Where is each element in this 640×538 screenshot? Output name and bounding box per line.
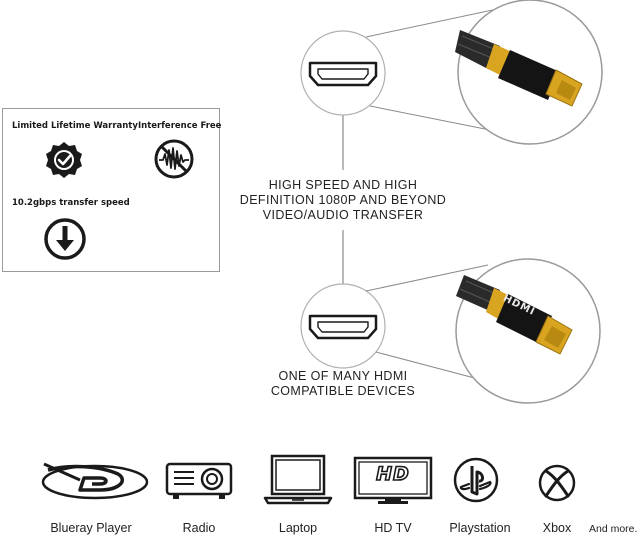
top-caption: HIGH SPEED AND HIGH DEFINITION 1080P AND… — [228, 178, 458, 223]
bluray-icon — [41, 462, 149, 500]
laptop-icon — [263, 454, 333, 505]
playstation-icon — [453, 457, 499, 503]
and-more-label: And more. — [589, 523, 638, 535]
download-arrow-icon — [44, 218, 86, 260]
bottom-caption: ONE OF MANY HDMI COMPATIBLE DEVICES — [243, 369, 443, 399]
device-label-laptop: Laptop — [278, 521, 318, 535]
device-label-radio: Radio — [182, 521, 216, 535]
device-label-hdtv: HD TV — [374, 521, 412, 535]
interference-free-icon — [154, 139, 194, 179]
warranty-badge-icon — [46, 142, 82, 178]
connector-diagram — [300, 0, 603, 404]
hdmi-port-icon-top — [300, 30, 386, 116]
projector-icon — [165, 462, 233, 499]
hdtv-icon — [353, 456, 433, 504]
top-caption-line-1: HIGH SPEED AND HIGH — [268, 178, 418, 192]
device-label-xbox: Xbox — [542, 521, 572, 535]
device-label-bluray: Blueray Player — [50, 521, 132, 535]
xbox-icon — [538, 464, 576, 502]
device-label-playstation: Playstation — [449, 521, 511, 535]
top-caption-line-3: VIDEO/AUDIO TRANSFER — [262, 208, 424, 222]
transfer-speed-label: 10.2gbps transfer speed — [12, 198, 130, 208]
hdmi-plug-image-bottom — [455, 258, 601, 404]
hdmi-plug-image-top — [455, 0, 603, 145]
feature-box — [2, 108, 220, 272]
warranty-label: Limited Lifetime Warranty — [12, 121, 138, 131]
bottom-caption-line-2: COMPATIBLE DEVICES — [270, 384, 416, 398]
hdmi-port-icon-bottom — [300, 283, 386, 369]
top-caption-line-2: DEFINITION 1080P AND BEYOND — [239, 193, 447, 207]
hd-badge: HD — [375, 462, 410, 486]
bottom-caption-line-1: ONE OF MANY HDMI — [278, 369, 408, 383]
interference-label: Interference Free — [138, 121, 222, 131]
